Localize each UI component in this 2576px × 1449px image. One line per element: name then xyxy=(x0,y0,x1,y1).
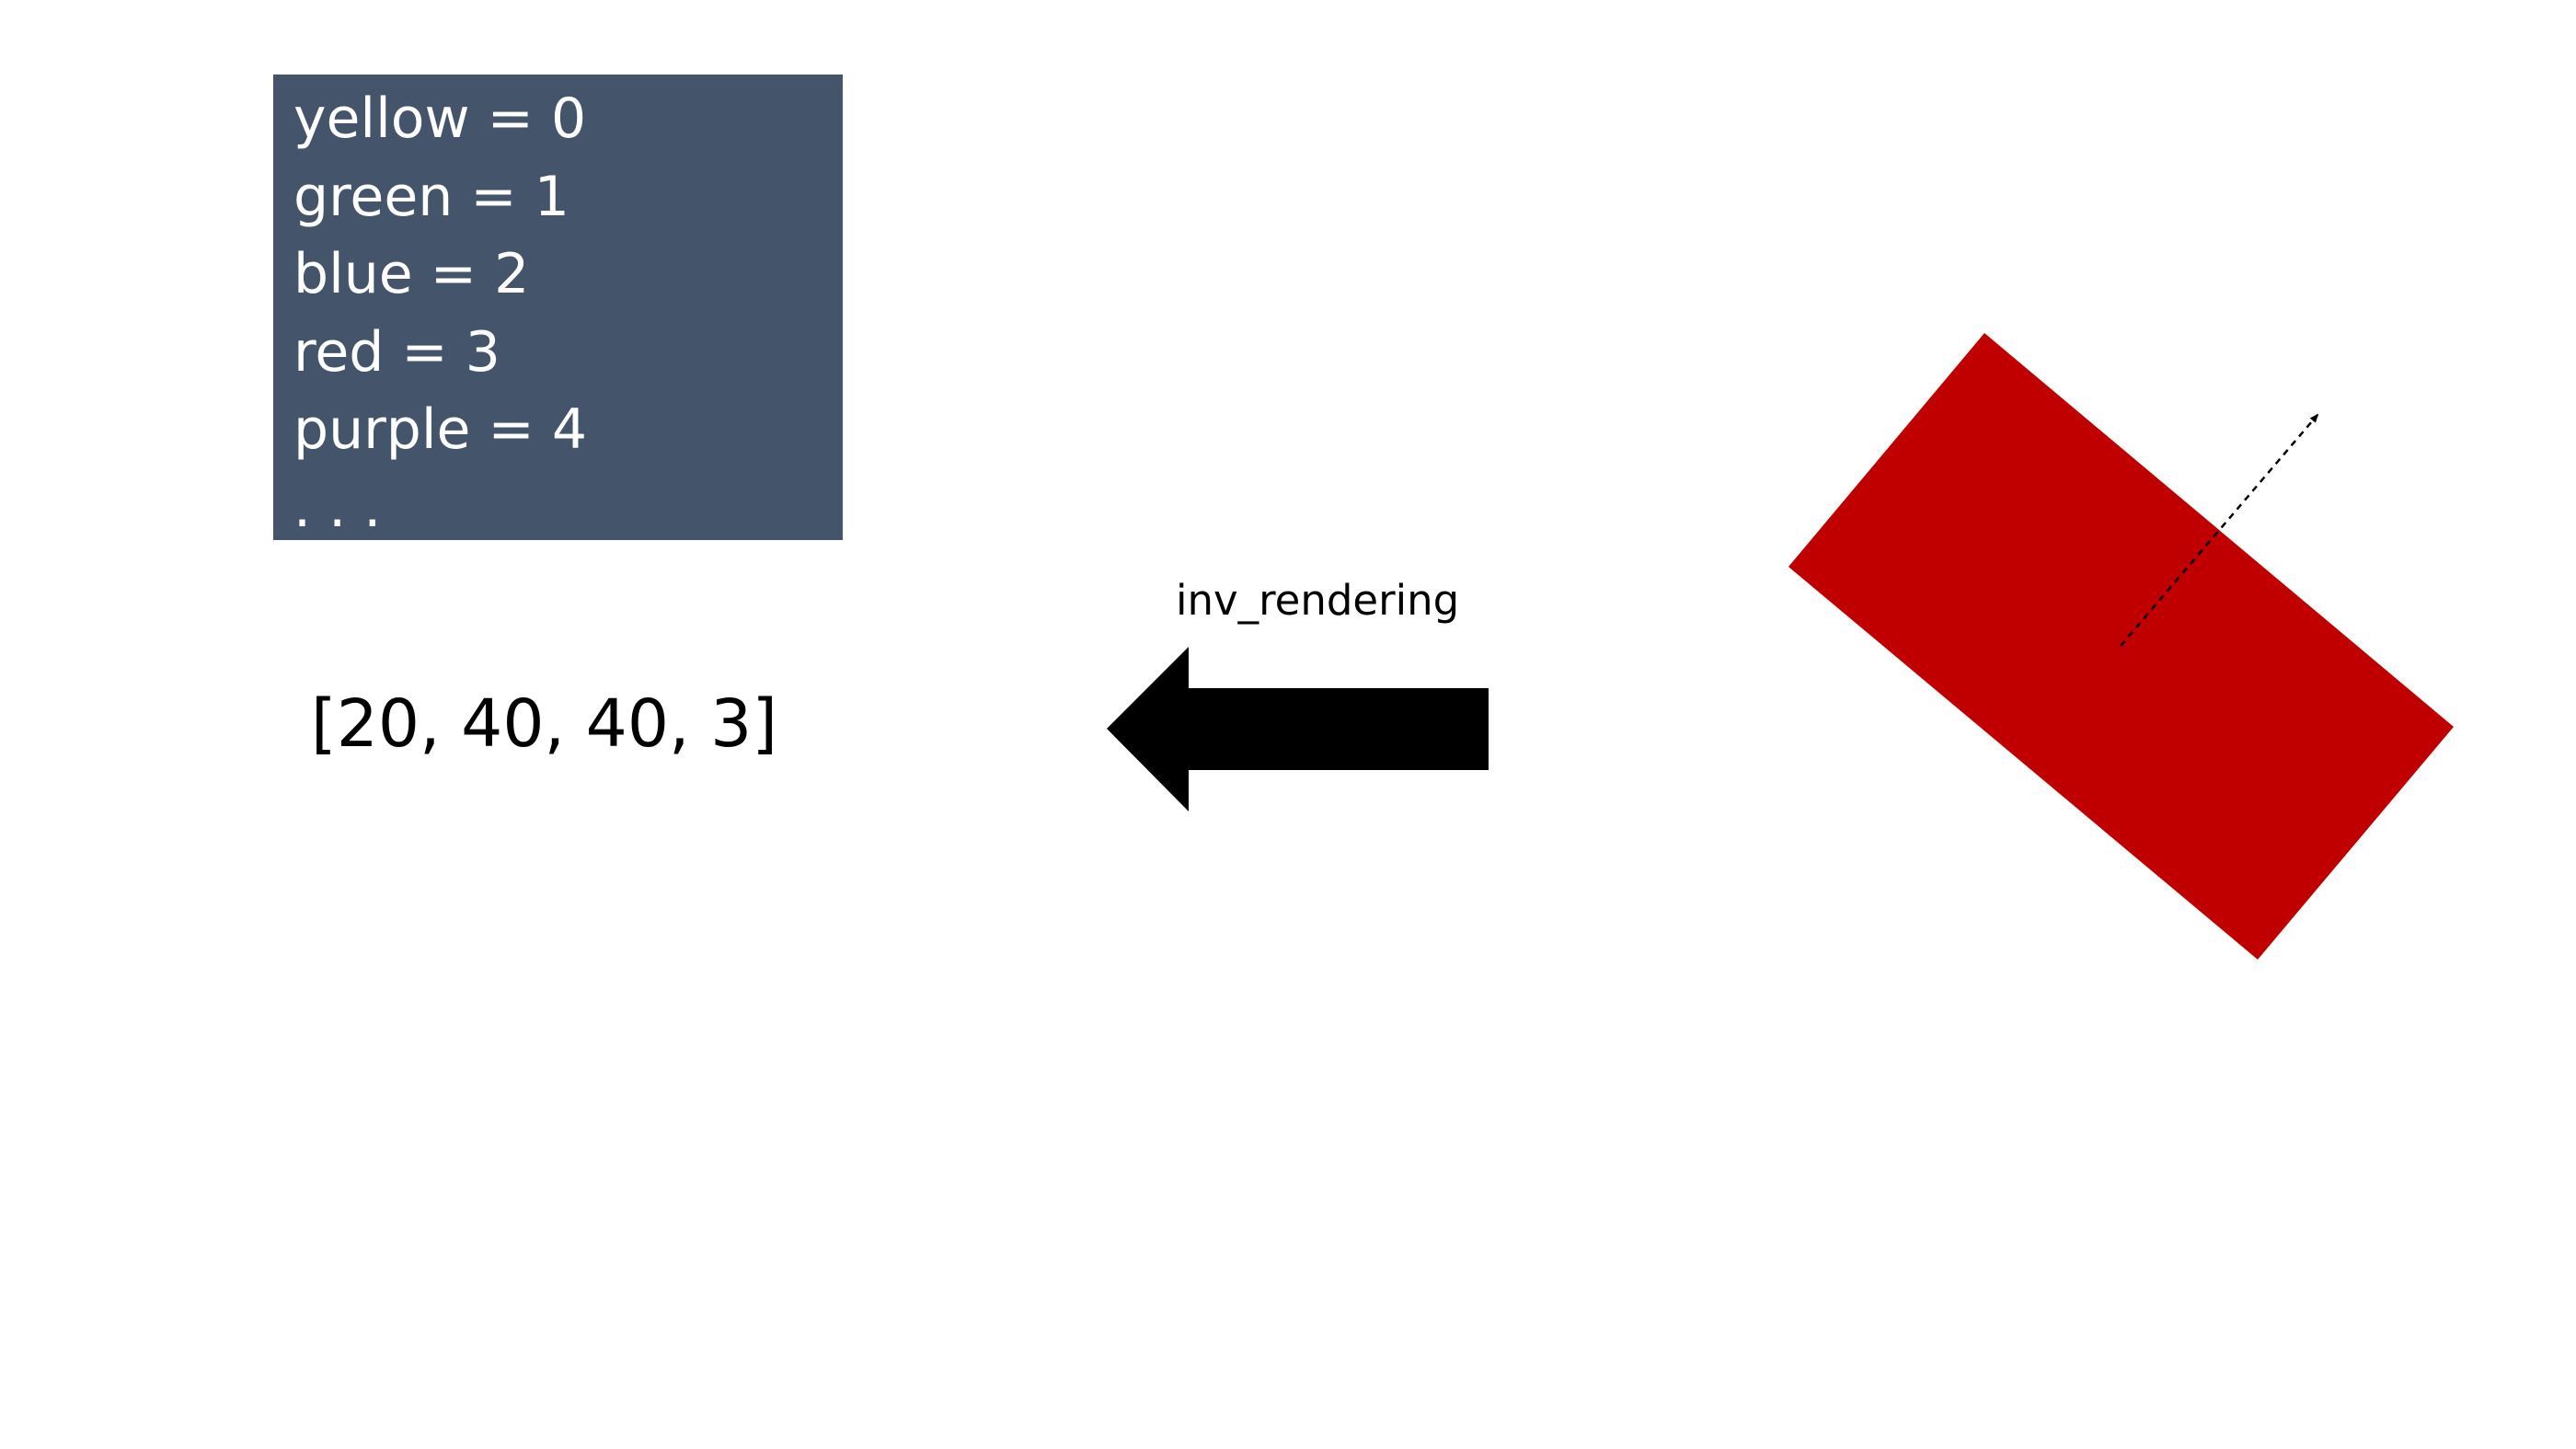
legend-item-green: green = 1 xyxy=(293,164,569,229)
color-legend-box: yellow = 0 green = 1 blue = 2 red = 3 pu… xyxy=(273,75,843,540)
arrow-label: inv_rendering xyxy=(1176,576,1460,625)
left-arrow-icon xyxy=(1107,647,1489,811)
legend-item-blue: blue = 2 xyxy=(293,242,530,306)
output-vector: [20, 40, 40, 3] xyxy=(311,685,778,762)
legend-item-purple: purple = 4 xyxy=(293,397,588,462)
legend-item-red: red = 3 xyxy=(293,319,500,385)
direction-arrow-icon xyxy=(2120,413,2319,647)
red-rotated-rectangle xyxy=(1788,333,2454,960)
legend-item-yellow: yellow = 0 xyxy=(293,86,587,151)
legend-item-ellipsis: . . . xyxy=(293,475,382,540)
